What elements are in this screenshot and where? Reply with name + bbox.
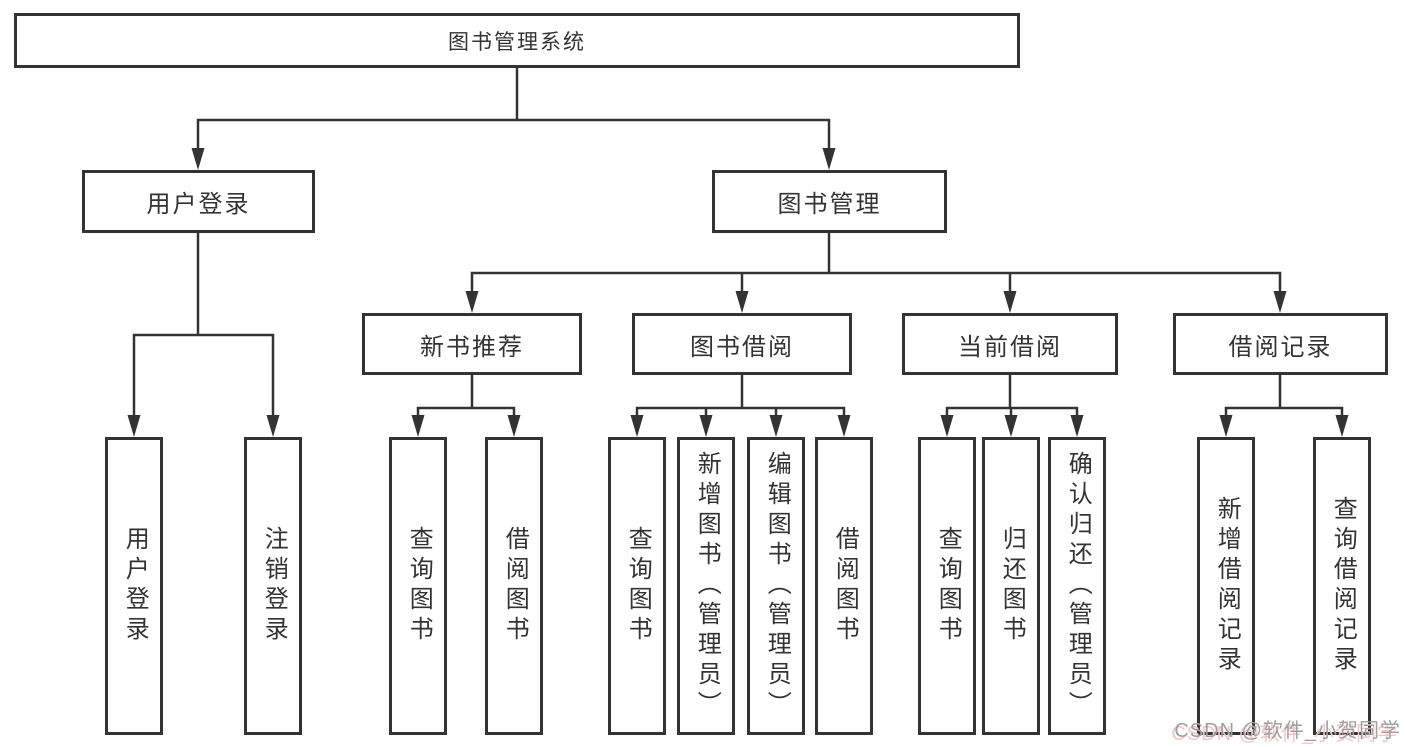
leaf-confirm-return-admin: 确认归还（管理员） [1048, 437, 1106, 735]
node-current-borrowing: 当前借阅 [902, 313, 1118, 375]
leaf-add-book-admin: 新增图书（管理员） [677, 437, 735, 735]
leaf-query-books-borrowing: 查询图书 [608, 437, 666, 735]
node-borrowing-records: 借阅记录 [1173, 313, 1388, 375]
node-user-login-module: 用户登录 [82, 170, 315, 233]
leaf-edit-book-admin: 编辑图书（管理员） [747, 437, 805, 735]
node-library-management-system: 图书管理系统 [14, 13, 1020, 68]
node-book-borrowing: 图书借阅 [632, 313, 852, 375]
leaf-borrow-books-borrowing: 借阅图书 [815, 437, 873, 735]
leaf-user-login: 用户登录 [105, 437, 163, 735]
leaf-borrow-books-recommend: 借阅图书 [485, 437, 543, 735]
csdn-watermark: CSDN @软件_小贺同学 [1174, 720, 1401, 742]
leaf-query-books-current: 查询图书 [918, 437, 976, 735]
leaf-logout: 注销登录 [244, 437, 302, 735]
leaf-query-borrow-record: 查询借阅记录 [1313, 437, 1371, 735]
node-book-management-module: 图书管理 [712, 170, 947, 233]
leaf-add-borrow-record: 新增借阅记录 [1197, 437, 1255, 735]
leaf-query-books-recommend: 查询图书 [389, 437, 447, 735]
leaf-return-book: 归还图书 [982, 437, 1040, 735]
node-new-book-recommendation: 新书推荐 [362, 313, 582, 375]
